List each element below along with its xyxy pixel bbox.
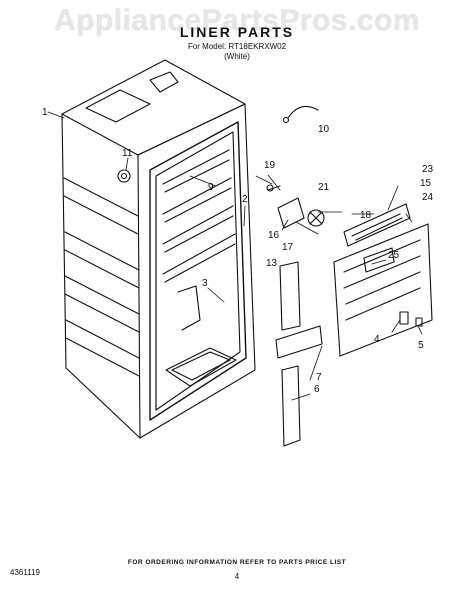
evaporator-cover (333, 223, 433, 357)
fan-assembly (266, 184, 325, 229)
watermark-logo: AppliancePartsPros.com (53, 4, 421, 37)
callout-19: 19 (264, 160, 276, 171)
callout-18: 18 (360, 210, 372, 221)
callout-7: 7 (316, 372, 322, 383)
callout-5: 5 (418, 340, 424, 351)
leader-lines (47, 111, 423, 401)
ordering-note: FOR ORDERING INFORMATION REFER TO PARTS … (127, 559, 347, 566)
callout-1: 1 (42, 107, 48, 118)
color-label: (White) (224, 52, 250, 61)
callout-9: 9 (208, 182, 214, 193)
liner-cabinet (61, 59, 256, 439)
drain-tube (287, 105, 319, 119)
duct-parts (275, 261, 323, 447)
grille (343, 203, 411, 247)
callout-6: 6 (314, 384, 320, 395)
callout-11: 11 (122, 148, 133, 159)
callout-17: 17 (282, 242, 294, 253)
callout-2: 2 (242, 194, 248, 205)
document-number: 4361119 (10, 568, 40, 577)
callout-15: 15 (420, 178, 432, 189)
model-number: For Model: RT18EKRXW02 (187, 42, 287, 51)
callout-3: 3 (202, 278, 208, 289)
callout-25: 25 (388, 250, 400, 261)
callout-23: 23 (422, 164, 434, 175)
callout-24: 24 (422, 192, 434, 203)
page-number: 4 (234, 572, 240, 581)
callout-21: 21 (318, 182, 330, 193)
callout-16: 16 (268, 230, 280, 241)
callout-10: 10 (318, 124, 330, 135)
callout-4: 4 (374, 334, 380, 345)
callout-13: 13 (266, 258, 278, 269)
page-title: LINER PARTS (179, 24, 295, 40)
